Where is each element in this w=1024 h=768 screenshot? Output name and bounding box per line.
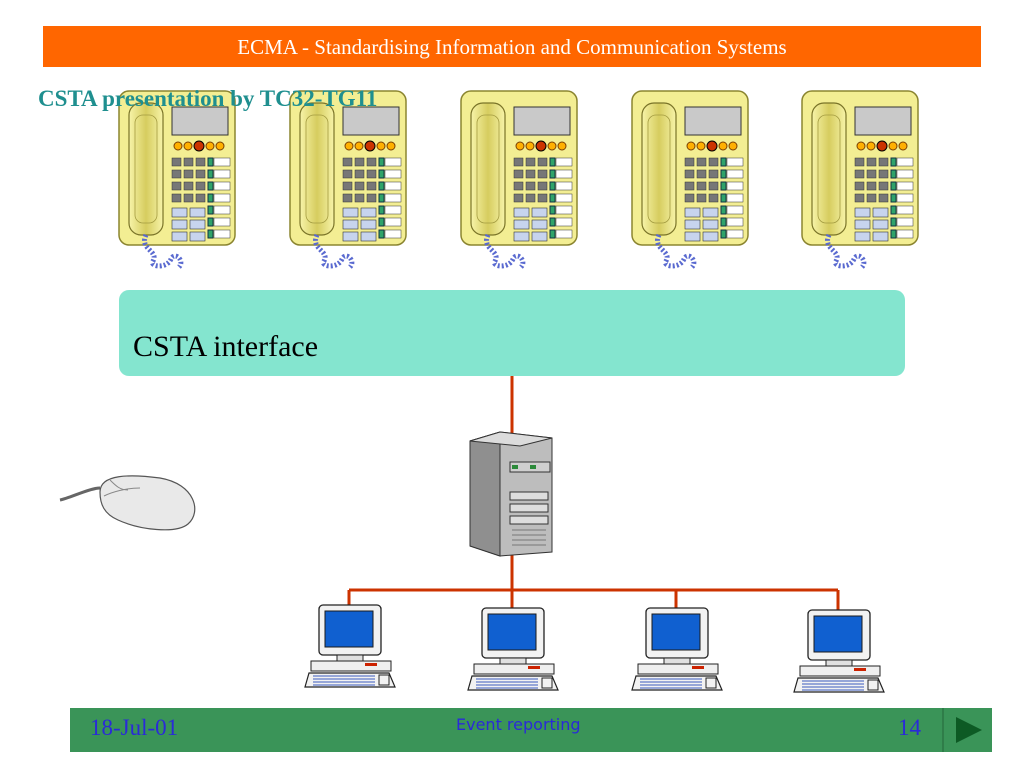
page-number: 14 (898, 715, 921, 740)
workstation-3 (631, 607, 723, 691)
phone-4 (632, 91, 748, 267)
workstation-4 (793, 609, 885, 693)
csta-interface-label: CSTA interface (133, 330, 319, 363)
phone-5 (802, 91, 918, 267)
footer-title: Event reporting (456, 715, 581, 734)
next-slide-button[interactable] (942, 708, 992, 752)
phone-2 (290, 91, 406, 267)
phone-1 (119, 91, 235, 267)
workstation-2 (467, 607, 559, 691)
play-arrow-icon (956, 717, 982, 743)
phone-3 (461, 91, 577, 267)
footer-date: 18-Jul-01 (90, 715, 179, 740)
server-tower (469, 431, 553, 557)
slide-footer (70, 708, 992, 752)
network-links (347, 376, 840, 610)
slide-subtitle: CSTA presentation by TC32-TG11 (38, 86, 378, 111)
header-title: ECMA - Standardising Information and Com… (237, 35, 787, 59)
workstation-1 (304, 604, 396, 688)
mouse-icon (59, 475, 196, 531)
slide-header: ECMA - Standardising Information and Com… (43, 26, 981, 67)
csta-interface-box (119, 290, 905, 376)
